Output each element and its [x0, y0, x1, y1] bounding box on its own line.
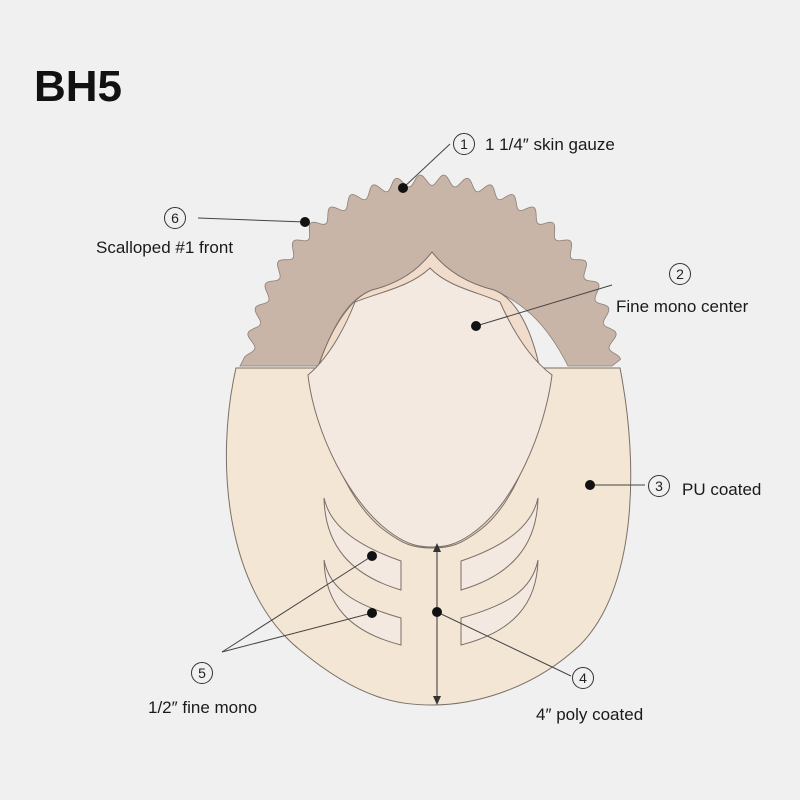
fine-mono-panel-lower-left [323, 559, 402, 646]
fine-mono-panel-upper-right [460, 497, 539, 591]
fine-mono-panel-upper-left [323, 497, 402, 591]
fine-mono-panel-lower-right [460, 559, 539, 646]
leader-line-5a [221, 555, 373, 653]
length-arrow-head-top [433, 543, 441, 552]
callout-number-6: 6 [164, 207, 186, 229]
length-arrow-head-bottom [433, 696, 441, 705]
leader-line-5b [221, 612, 373, 653]
diagram-title: BH5 [34, 62, 123, 111]
marker-dot-1 [398, 183, 408, 193]
label-fine-mono: 1/2″ fine mono [148, 698, 258, 717]
marker-dot-6 [300, 217, 310, 227]
leader-line-2 [475, 284, 613, 327]
label-pu-coated: PU coated [682, 480, 762, 499]
label-scalloped-front: Scalloped #1 front [96, 238, 234, 257]
leader-line-1 [402, 143, 451, 189]
label-fine-mono-center: Fine mono center [616, 297, 749, 316]
label-skin-gauze: 1 1/4″ skin gauze [485, 135, 615, 154]
label-poly-coated: 4″ poly coated [536, 705, 644, 724]
marker-dot-3 [585, 480, 595, 490]
marker-dot-5b [367, 608, 377, 618]
marker-dot-4 [432, 607, 442, 617]
callout-number-3: 3 [648, 475, 670, 497]
marker-dot-5a [367, 551, 377, 561]
callout-number-5: 5 [191, 662, 213, 684]
callout-number-1: 1 [453, 133, 475, 155]
callout-number-4: 4 [572, 667, 594, 689]
callout-number-2: 2 [669, 263, 691, 285]
mono-center [307, 267, 553, 548]
leader-line-4 [436, 611, 572, 677]
skin-gauze-front [239, 174, 621, 367]
marker-dot-2 [471, 321, 481, 331]
leader-line-6 [197, 217, 306, 223]
